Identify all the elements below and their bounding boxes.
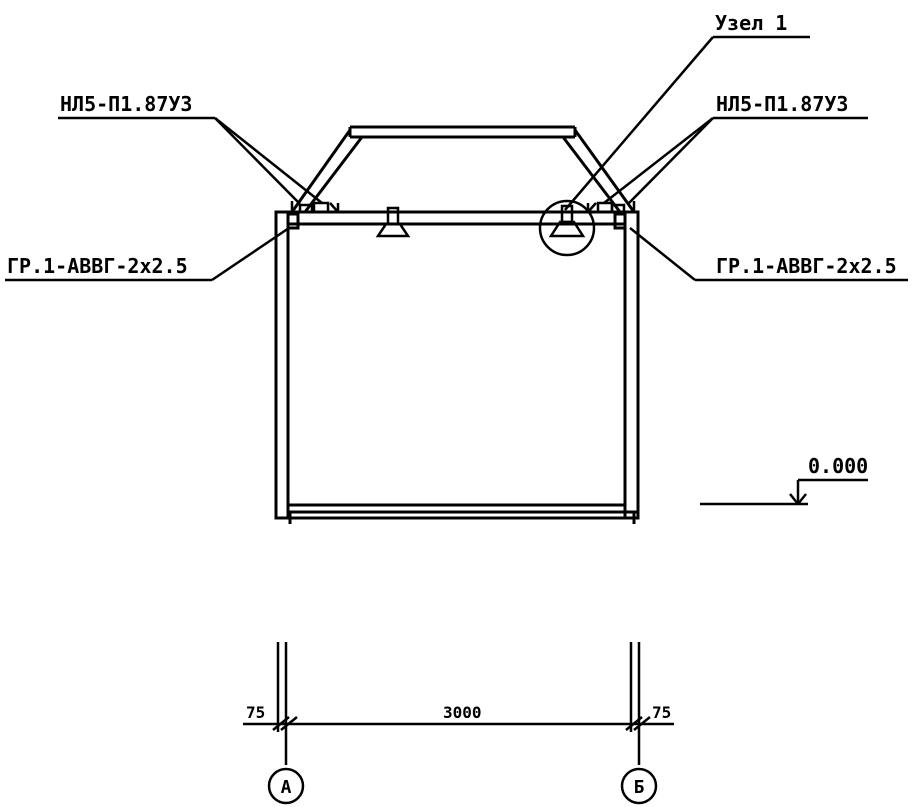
elevation-mark [700, 478, 868, 506]
leader-lamp-right [603, 116, 868, 205]
dimension-left-offset: 75 [246, 703, 265, 722]
pendant-fixture-left [375, 206, 411, 238]
axis-bubble-a [267, 767, 305, 805]
axis-line-b [629, 642, 641, 765]
elevation-label: 0.000 [808, 454, 868, 478]
cable-left-label: ГР.1-АВВГ-2х2.5 [7, 254, 188, 278]
leader-node-1 [564, 35, 810, 211]
node-1-circle [538, 199, 596, 257]
leader-lamp-left [58, 116, 323, 205]
right-column [613, 210, 640, 520]
leader-cable-left [5, 226, 290, 282]
axis-bubble-b [620, 767, 658, 805]
cable-right-label: ГР.1-АВВГ-2х2.5 [716, 254, 897, 278]
lamp-left-label: НЛ5-П1.87У3 [60, 92, 192, 116]
top-beam [276, 210, 638, 226]
dimension-right-offset: 75 [652, 703, 671, 722]
axis-label-a: А [281, 777, 292, 798]
left-column [274, 210, 300, 520]
floor-beam [288, 503, 638, 524]
axis-label-b: Б [634, 777, 645, 798]
dimension-line [243, 716, 674, 731]
dimension-span: 3000 [443, 703, 482, 722]
leader-cable-right [629, 227, 908, 282]
lamp-left-fixture [290, 201, 340, 214]
node-1-label: Узел 1 [715, 11, 787, 35]
roof-hood [290, 125, 636, 213]
lamp-right-label: НЛ5-П1.87У3 [716, 92, 848, 116]
axis-line-a [276, 642, 288, 765]
